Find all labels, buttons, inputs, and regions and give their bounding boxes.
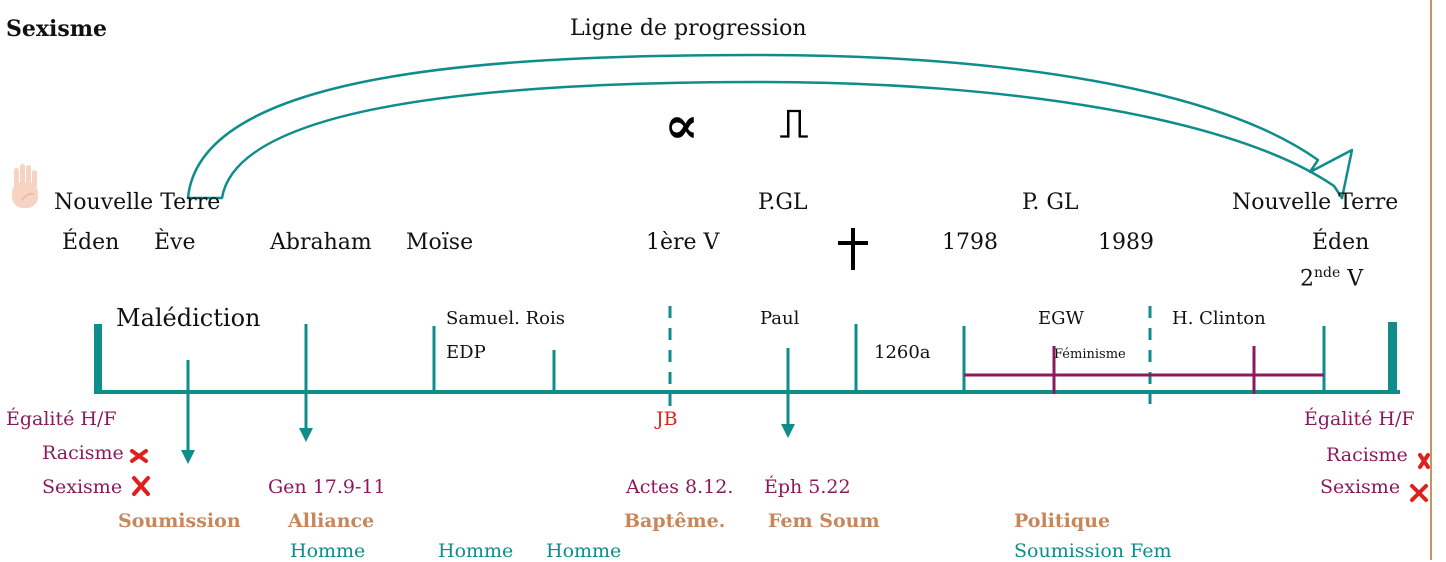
eden-right: Éden: [1312, 230, 1370, 255]
samuel-rois: Samuel. Rois: [446, 308, 565, 329]
x-mark-icon: [130, 449, 148, 463]
homme-2: Homme: [438, 540, 514, 562]
jb-label: JB: [656, 408, 678, 430]
fem-soum-label: Fem Soum: [768, 510, 880, 532]
arrow-alliance: [299, 392, 313, 442]
gen-ref: Gen 17.9-11: [268, 476, 386, 498]
x-mark-icon: [1418, 453, 1430, 469]
politique-label: Politique: [1014, 510, 1111, 532]
timeline-start-cap: [94, 324, 102, 394]
progress-line-label: Ligne de progression: [570, 16, 807, 41]
egalite-right: Égalité H/F: [1304, 408, 1415, 430]
x-mark-icon: [132, 476, 150, 496]
racisme-right: Racisme: [1326, 444, 1408, 466]
egw: EGW: [1038, 308, 1085, 329]
years-1260: 1260a: [874, 342, 931, 363]
homme-1: Homme: [290, 540, 366, 562]
bapteme-label: Baptême.: [624, 510, 726, 532]
edp: EDP: [446, 342, 486, 363]
moise: Moïse: [406, 230, 474, 255]
right-edge-border: [1430, 0, 1432, 560]
racisme-left: Racisme: [42, 442, 124, 464]
x-mark-icon: [1410, 484, 1428, 502]
year-1989: 1989: [1098, 230, 1154, 255]
nouvelle-terre-left: Nouvelle Terre: [54, 190, 221, 215]
progression-arrow: [186, 53, 1354, 200]
h-clinton: H. Clinton: [1172, 308, 1266, 329]
soumission-fem: Soumission Fem: [1014, 540, 1172, 562]
feminisme-label: Féminisme: [1054, 347, 1126, 362]
alliance-label: Alliance: [288, 510, 375, 532]
homme-3: Homme: [546, 540, 622, 562]
pgl-1: P.GL: [758, 190, 808, 215]
hand-icon: [12, 164, 38, 208]
timeline-end-cap: [1388, 322, 1397, 394]
eden-left: Éden: [62, 230, 120, 255]
seconde-v: 2nde V: [1300, 265, 1364, 292]
premiere-v: 1ère V: [646, 230, 720, 255]
arrow-soumission: [181, 360, 195, 464]
year-1798: 1798: [942, 230, 998, 255]
cross-icon: [838, 228, 868, 270]
egalite-left: Égalité H/F: [6, 408, 117, 430]
eve: Ève: [154, 230, 196, 255]
pgl-2: P. GL: [1022, 190, 1079, 215]
sexisme-left: Sexisme: [42, 476, 123, 498]
paul: Paul: [760, 308, 800, 329]
malediction: Malédiction: [116, 304, 261, 332]
page-title: Sexisme: [6, 16, 108, 42]
omega-symbol: ⎍: [780, 100, 808, 147]
arrow-fem-soum: [781, 348, 795, 438]
abraham: Abraham: [270, 230, 372, 255]
actes-ref: Actes 8.12.: [626, 476, 734, 498]
nouvelle-terre-right: Nouvelle Terre: [1232, 190, 1399, 215]
soumission-label: Soumission: [118, 510, 241, 532]
eph-ref: Éph 5.22: [764, 476, 851, 498]
alpha-symbol: ∝: [664, 95, 699, 156]
sexisme-right: Sexisme: [1320, 476, 1401, 498]
